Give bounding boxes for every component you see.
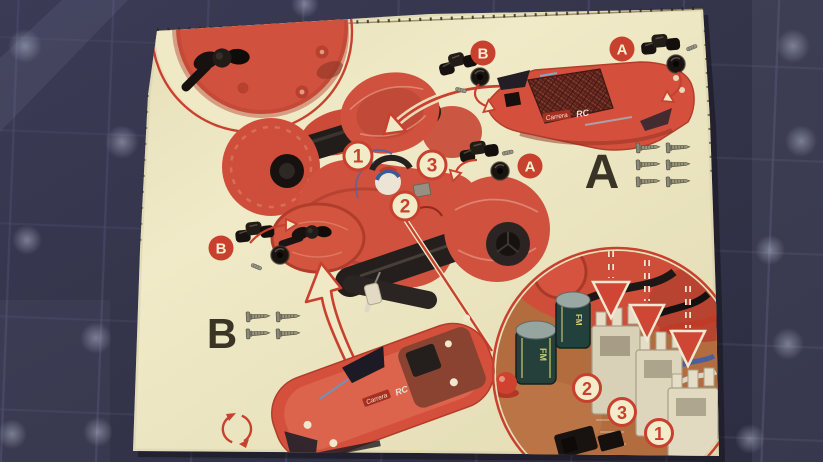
legend-a: A <box>585 141 691 199</box>
step-badge-3: 3 <box>416 149 448 181</box>
pcb-inset: FM FM <box>491 246 719 456</box>
wheel-right <box>444 176 550 282</box>
hardware-cluster-b-top <box>435 47 497 114</box>
capacitor: FM <box>515 320 557 385</box>
insert-arrowhead <box>660 89 676 104</box>
lift-arrow <box>304 261 356 364</box>
part-badge-a-topright: A <box>609 36 635 62</box>
inset-step-badge-1: 1 <box>644 418 674 448</box>
mat-sheen-band <box>752 0 823 462</box>
legend-b-label: B <box>207 310 237 357</box>
driver-figure <box>351 149 443 217</box>
plug-arrowhead <box>590 280 632 321</box>
capacitor-marking: FM <box>538 348 548 361</box>
step-number: 3 <box>617 403 627 423</box>
step-badge-1: 1 <box>342 140 374 172</box>
capacitor: FM <box>555 291 591 349</box>
step-number: 1 <box>654 424 664 444</box>
wheel-left <box>222 118 320 216</box>
brand-name: Carrera <box>545 112 568 122</box>
step-number: 1 <box>353 147 364 168</box>
insert-arrowhead <box>285 217 299 233</box>
inset-step-badge-2: 2 <box>572 373 602 403</box>
mat-sheen-corner <box>0 300 110 462</box>
plug-arrowhead <box>628 303 666 343</box>
hardware-cluster-b-left <box>233 217 299 271</box>
step-number: 2 <box>582 379 592 399</box>
black-wire <box>583 268 677 304</box>
part-letter: A <box>525 159 536 176</box>
connector-2 <box>591 305 641 415</box>
part-badge-a-mid: A <box>517 153 543 179</box>
step-number: 2 <box>400 197 411 218</box>
part-letter: B <box>216 241 227 258</box>
mat-dots <box>0 0 817 454</box>
capacitor-marking: FM <box>574 314 583 326</box>
hardware-cluster-a-mid <box>448 137 514 183</box>
body-shell-top: Carrera RC <box>486 61 695 151</box>
step-badge-2: 2 <box>389 190 421 222</box>
part-badge-b-left: B <box>208 235 234 261</box>
hardware-cluster-a-topright <box>639 31 698 104</box>
paper-edge-shading <box>133 9 719 456</box>
insert-arrowhead <box>448 168 463 183</box>
brand-logo: Carrera RC <box>542 107 590 123</box>
legend-a-label: A <box>585 146 620 199</box>
plug-guide-arrows <box>590 251 707 369</box>
mat-sheen <box>0 0 128 132</box>
rear-tray <box>405 343 442 377</box>
part-letter: A <box>617 42 628 59</box>
inset-step-badge-3: 3 <box>607 397 637 427</box>
led <box>496 372 519 398</box>
windshield <box>342 346 385 384</box>
brand-model: RC <box>394 384 410 398</box>
legend-b: B <box>207 310 301 357</box>
leader-line-step2 <box>402 217 495 353</box>
carbon-cover <box>527 68 614 124</box>
step-number: 3 <box>427 156 438 177</box>
part-badge-b-top: B <box>470 40 496 66</box>
insert-arrowhead <box>482 98 497 114</box>
connector-1 <box>667 367 719 456</box>
inset-ring <box>491 246 719 456</box>
part-letter: B <box>478 46 489 63</box>
brand-model: RC <box>575 107 590 119</box>
plug-arrowhead <box>669 329 707 369</box>
rotate-arrows-icon <box>221 413 253 448</box>
black-component <box>554 425 625 456</box>
red-wire <box>658 315 718 335</box>
plug-on-wire <box>363 271 383 306</box>
